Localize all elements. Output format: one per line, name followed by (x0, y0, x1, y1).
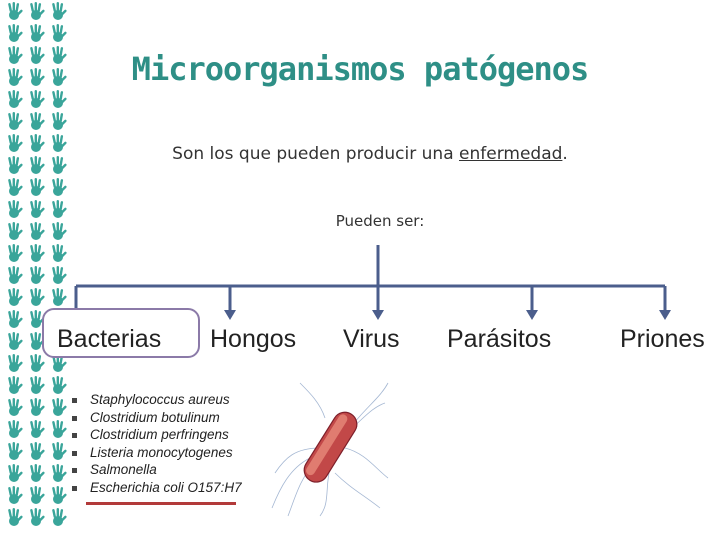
hand-icon (8, 288, 23, 306)
hand-icon (8, 2, 23, 20)
hand-icon (30, 420, 45, 438)
intro-label: Pueden ser: (335, 212, 425, 230)
hand-icon (8, 178, 23, 196)
hand-icon (8, 134, 23, 152)
category-bacterias: Bacterias (57, 325, 162, 353)
hand-icon (52, 376, 67, 394)
hand-icon (52, 68, 67, 86)
hand-icon (30, 112, 45, 130)
subtitle: Son los que pueden producir una enfermed… (80, 144, 660, 164)
hand-icon (52, 486, 67, 504)
hand-icon (30, 46, 45, 64)
hand-icon (52, 112, 67, 130)
hand-icon (30, 178, 45, 196)
hand-icon (52, 288, 67, 306)
bacterium-icon (271, 382, 389, 517)
hand-icon (30, 90, 45, 108)
hand-icon (8, 90, 23, 108)
hand-icon (30, 332, 45, 350)
list-item: Clostridium perfringens (72, 426, 242, 444)
list-item: Clostridium botulinum (72, 409, 242, 427)
arrowhead-priones (659, 310, 671, 320)
arrowhead-virus (372, 310, 384, 320)
hand-icon (30, 310, 45, 328)
list-item: Staphylococcus aureus (72, 391, 242, 409)
hand-icon (8, 486, 23, 504)
hand-icon (8, 332, 23, 350)
hand-icon (52, 266, 67, 284)
hand-icon (30, 376, 45, 394)
hand-icon (52, 2, 67, 20)
hand-icon (30, 464, 45, 482)
hand-icon (8, 464, 23, 482)
hand-icon (8, 508, 23, 526)
page-title: Microorganismos patógenos (131, 50, 590, 88)
list-item: Salmonella (72, 461, 242, 479)
category-parasitos: Parásitos (447, 325, 552, 353)
hand-icon (30, 200, 45, 218)
category-virus: Virus (343, 325, 400, 353)
hand-icon (52, 420, 67, 438)
hand-icon (8, 46, 23, 64)
hand-icon (30, 442, 45, 460)
hand-icon (52, 134, 67, 152)
hand-icon (30, 508, 45, 526)
hand-icon (52, 200, 67, 218)
list-item: Listeria monocytogenes (72, 444, 242, 462)
bacterias-highlight-box (42, 308, 200, 358)
hand-icon (52, 464, 67, 482)
hand-icon (52, 156, 67, 174)
hand-icon (30, 288, 45, 306)
hand-icon (52, 398, 67, 416)
hand-icon (52, 508, 67, 526)
hand-icon (8, 200, 23, 218)
subtitle-end: . (562, 144, 568, 164)
category-hongos: Hongos (210, 325, 297, 353)
hand-icon (8, 376, 23, 394)
hand-icon (8, 266, 23, 284)
hand-icon (8, 24, 23, 42)
hand-icon (30, 266, 45, 284)
hand-icon (52, 90, 67, 108)
hand-icon (8, 420, 23, 438)
subtitle-emphasis: enfermedad (459, 144, 563, 164)
hand-icon (30, 354, 45, 372)
hand-icon (8, 222, 23, 240)
hand-icon (8, 68, 23, 86)
hand-icon (30, 68, 45, 86)
hand-icon (8, 310, 23, 328)
hand-icon (52, 222, 67, 240)
hand-icon (8, 244, 23, 262)
hand-icon (52, 24, 67, 42)
hand-icon (30, 156, 45, 174)
arrowhead-parasitos (526, 310, 538, 320)
hand-icon (52, 442, 67, 460)
list-underline (86, 502, 236, 505)
hand-icon (8, 398, 23, 416)
hand-icon (30, 222, 45, 240)
hand-icon (52, 178, 67, 196)
arrowhead-hongos (224, 310, 236, 320)
hand-icon (30, 244, 45, 262)
hand-icon (52, 46, 67, 64)
hand-icon (52, 244, 67, 262)
hand-icon (30, 486, 45, 504)
hand-icon (30, 24, 45, 42)
list-item: Escherichia coli O157:H7 (72, 479, 242, 497)
hand-icon (8, 354, 23, 372)
bacteria-list: Staphylococcus aureus Clostridium botuli… (72, 391, 242, 497)
category-priones: Priones (620, 325, 705, 353)
hand-icon (30, 134, 45, 152)
hand-icon (30, 2, 45, 20)
hand-icon (8, 442, 23, 460)
subtitle-text: Son los que pueden producir una (172, 144, 460, 164)
hand-icon (8, 156, 23, 174)
hand-icon (8, 112, 23, 130)
hand-icon (30, 398, 45, 416)
